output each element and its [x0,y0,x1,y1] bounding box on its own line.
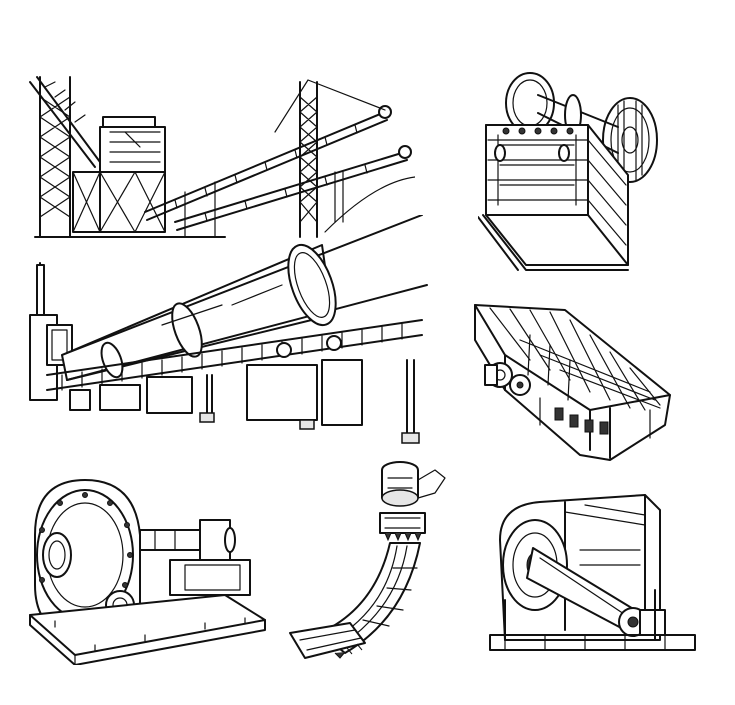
crusher-frame-body [478,124,629,271]
central-frame-structure [72,116,166,233]
inclined-conveyors [144,105,412,231]
support-columns [184,181,216,238]
left-lattice-tower [29,76,101,238]
kiln-rotating-tube [61,215,428,381]
fan-drive-belt [526,547,666,637]
rotary-kiln-drawing [29,215,428,444]
centrifugal-fan-drawing [489,494,696,651]
pump-base-frame [29,594,266,665]
right-lattice-tower [274,79,386,238]
pump-bearing-shaft [139,519,251,596]
stockpile-outline [324,176,415,233]
kiln-support-piers [46,319,423,444]
fan-base-frame [489,589,696,651]
jaw-crusher-drawing [478,72,658,271]
bucket-elevator-chute-drawing [289,461,446,659]
chute-drive-head [379,461,446,542]
screen-drive-motor [484,362,531,396]
slurry-pump-drawing [29,479,266,665]
curved-chute-body [289,542,421,659]
conveyor-stacker-plant-drawing [29,76,415,238]
kiln-preheater-tower [29,262,73,401]
vibrating-screen-drawing [474,304,671,461]
screen-deck-body [474,304,671,461]
screen-spring-mounts [539,397,651,439]
